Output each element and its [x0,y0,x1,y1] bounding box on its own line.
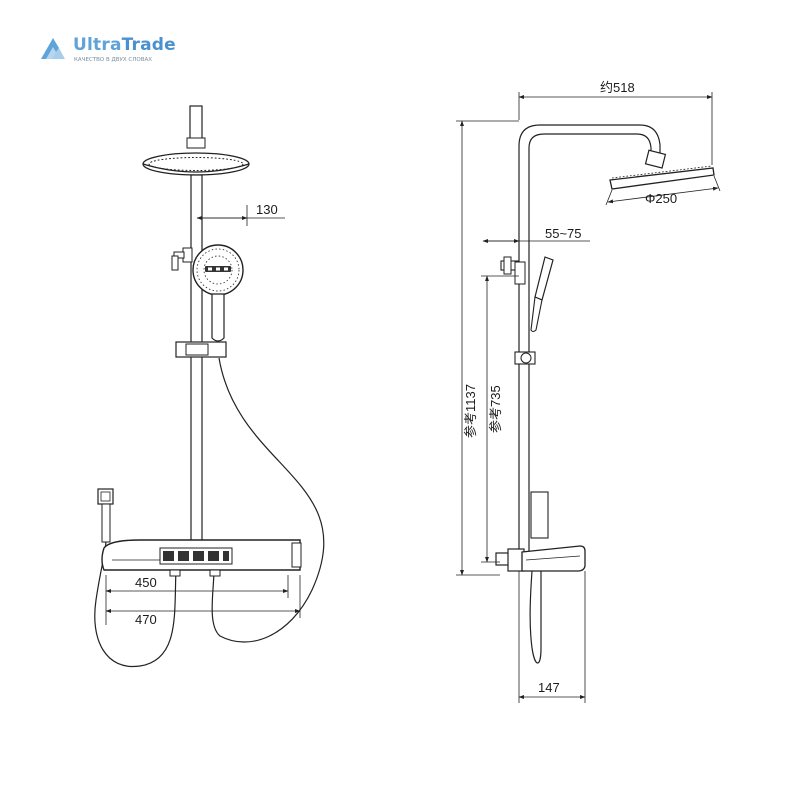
front-view: 130 450 470 [94,105,325,668]
brand-name: UltraTrade [73,35,176,55]
dim-outer-width: 470 [105,575,301,627]
dim-head-diameter: Φ250 [605,175,721,206]
side-riser-inner [528,133,652,553]
slider-holder [175,341,227,358]
dim-inner-width: 450 [105,575,289,625]
dim-label-450: 450 [135,575,157,590]
hand-shower-handle [211,293,225,342]
top-fitting [189,105,203,141]
top-nut [186,137,206,149]
side-head-connector [644,149,667,169]
brand-name-bold: Trade [121,35,176,55]
rain-shower-head [142,152,250,176]
dim-label-518: 约518 [600,80,635,95]
brand-slogan: КАЧЕСТВО В ДВУХ СЛОВАХ [74,57,153,63]
dim-shelf-depth: 147 [518,571,586,703]
front-riser-pipe [190,174,203,554]
dim-label-250: Φ250 [645,191,677,206]
side-shelf-mixer [495,545,586,572]
hand-shower-head [192,244,244,296]
side-hoses [529,570,542,664]
dim-label-147: 147 [538,680,560,695]
dim-overall-reach: 约518 [518,80,713,165]
side-diverter-knob [500,256,526,285]
side-rain-head [609,167,715,190]
thermostatic-shelf-mixer [101,539,302,577]
dim-label-735: 参考735 [488,385,503,433]
dim-total-height: 参考1137 [456,120,519,576]
brand-logo-icon [41,38,65,59]
dim-label-1137: 参考1137 [463,384,478,438]
side-hand-shower [530,256,554,333]
hose-hand-shower [211,357,325,643]
dim-handshower-offset: 130 [196,202,285,226]
hose-shelf-shower [94,539,177,668]
side-riser-outer [518,124,661,553]
dim-mixer-to-holder: 参考735 [481,275,519,563]
dim-holder-offset: 55~75 [482,226,590,243]
dim-label-55-75: 55~75 [545,226,582,241]
diverter-knob [171,247,193,271]
side-slider-holder [514,351,536,365]
shelf-hand-shower [97,488,114,543]
brand-logo: UltraTrade КАЧЕСТВО В ДВУХ СЛОВАХ [38,34,198,70]
side-view: 约518 Φ250 55~75 参考1137 [456,80,721,703]
brand-name-light: Ultra [73,35,122,55]
side-shelf-hand-shower [530,491,549,539]
dim-label-130: 130 [256,202,278,217]
dim-label-470: 470 [135,612,157,627]
